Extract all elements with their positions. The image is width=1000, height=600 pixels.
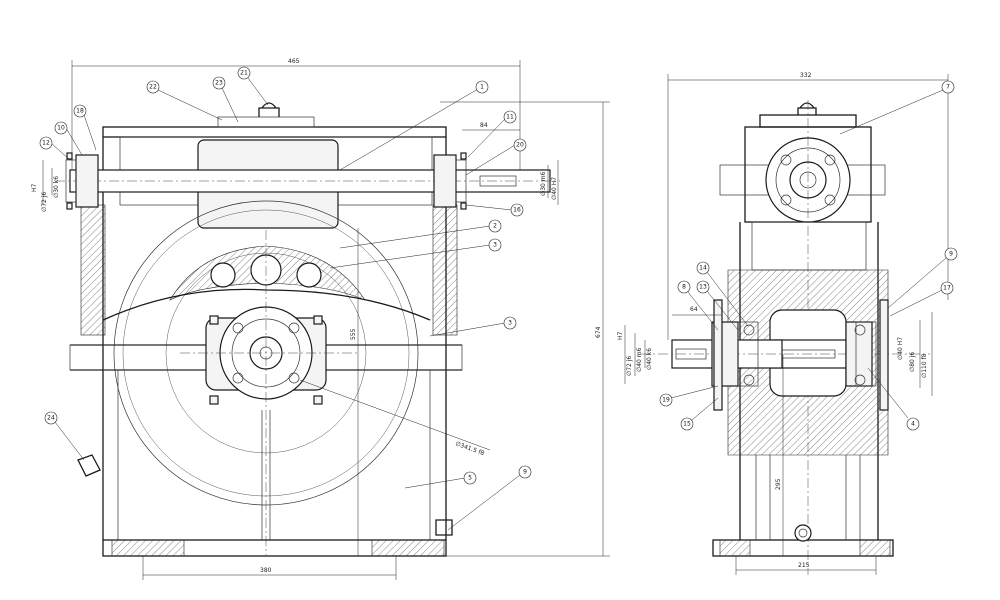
- svg-text:13: 13: [699, 284, 707, 291]
- svg-text:1: 1: [480, 84, 484, 91]
- dim-side-80: ∅80 j6: [909, 352, 916, 372]
- front-base: [102, 539, 447, 557]
- svg-text:H7: H7: [617, 331, 624, 340]
- side-balloons: 4 7 8 9 13 14 15 17 19: [659, 80, 958, 431]
- dim-555: 555: [350, 328, 357, 340]
- svg-text:5: 5: [468, 475, 472, 482]
- balloon-5: 5: [463, 471, 477, 485]
- dim-side-72-j6: ∅72 j6: [626, 356, 633, 376]
- balloon-1: 1: [475, 80, 489, 94]
- balloon-13: 13: [696, 280, 710, 294]
- balloon-23: 23: [212, 76, 226, 90]
- balloon-16: 16: [510, 203, 524, 217]
- svg-text:18: 18: [76, 108, 84, 115]
- svg-text:16: 16: [513, 207, 521, 214]
- front-view: 465 380 674 555 84 ∅341.5 f8 H7 ∅72 j6 ∅…: [31, 58, 610, 580]
- balloon-9-side: 9: [944, 247, 958, 261]
- balloon-11: 11: [503, 110, 517, 124]
- dim-295: 295: [775, 478, 782, 490]
- balloon-20: 20: [513, 138, 527, 152]
- dim-341: ∅341.5 f8: [454, 440, 485, 457]
- balloon-3b: 3: [503, 316, 517, 330]
- svg-text:19: 19: [662, 397, 670, 404]
- breather-plug: [258, 102, 280, 117]
- svg-text:7: 7: [946, 84, 950, 91]
- svg-text:10: 10: [57, 125, 65, 132]
- svg-text:17: 17: [943, 285, 951, 292]
- dim-64: 64: [690, 306, 698, 313]
- balloon-18: 18: [73, 104, 87, 118]
- svg-text:3: 3: [493, 242, 497, 249]
- svg-text:9: 9: [949, 251, 953, 258]
- svg-text:20: 20: [516, 142, 524, 149]
- balloon-3a: 3: [488, 238, 502, 252]
- svg-text:11: 11: [506, 114, 514, 121]
- svg-text:2: 2: [493, 223, 497, 230]
- dim-30-k6: ∅30 k6: [53, 176, 60, 198]
- balloon-24: 24: [44, 411, 58, 425]
- balloon-21: 21: [237, 66, 251, 80]
- svg-text:3: 3: [508, 320, 512, 327]
- svg-text:24: 24: [47, 415, 55, 422]
- dim-332: 332: [800, 72, 812, 79]
- svg-text:21: 21: [240, 70, 248, 77]
- dim-72-j6: ∅72 j6: [41, 192, 48, 212]
- balloon-17: 17: [940, 281, 954, 295]
- dim-465: 465: [288, 58, 300, 65]
- svg-text:8: 8: [682, 284, 686, 291]
- balloon-19: 19: [659, 393, 673, 407]
- dim-side-110: ∅110 f8: [921, 353, 928, 378]
- svg-text:14: 14: [699, 265, 707, 272]
- svg-text:9: 9: [523, 469, 527, 476]
- dim-side-40-k6: ∅40 k6: [646, 348, 653, 370]
- front-top-cover: [102, 126, 447, 138]
- balloon-12: 12: [39, 136, 53, 150]
- oil-level-plug: [77, 454, 101, 477]
- svg-text:12: 12: [42, 140, 50, 147]
- svg-text:15: 15: [683, 421, 691, 428]
- balloon-15: 15: [680, 417, 694, 431]
- balloon-9: 9: [518, 465, 532, 479]
- svg-text:22: 22: [149, 84, 157, 91]
- svg-text:23: 23: [215, 80, 223, 87]
- balloon-8: 8: [677, 280, 691, 294]
- svg-text:4: 4: [911, 421, 915, 428]
- dim-674: 674: [595, 326, 602, 338]
- dim-380: 380: [260, 567, 272, 574]
- svg-text:∅30 m6: ∅30 m6: [540, 171, 547, 196]
- svg-text:∅40 H7: ∅40 H7: [551, 177, 558, 200]
- front-balloons: 1 2 3 3 5 9 10 11 12 16 18 20 21 22 23 2…: [39, 66, 532, 531]
- dim-side-40-m6: ∅40 m6: [636, 347, 643, 372]
- balloon-22: 22: [146, 80, 160, 94]
- balloon-10: 10: [54, 121, 68, 135]
- svg-text:∅40 H7: ∅40 H7: [897, 337, 904, 360]
- balloon-4: 4: [906, 417, 920, 431]
- balloon-14: 14: [696, 261, 710, 275]
- balloon-7: 7: [941, 80, 955, 94]
- dim-84: 84: [480, 122, 488, 129]
- balloon-2: 2: [488, 219, 502, 233]
- dim-215: 215: [798, 562, 810, 569]
- side-view: 332 215 64 295 H7 ∅72 j6 ∅40 m6 ∅40 k6 ∅…: [617, 72, 949, 575]
- svg-text:H7: H7: [31, 183, 38, 192]
